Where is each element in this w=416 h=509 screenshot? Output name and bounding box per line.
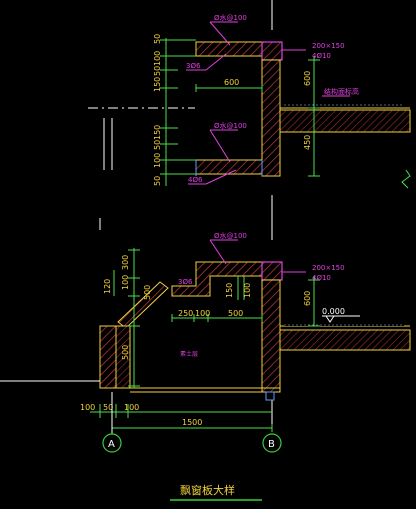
dim-label: 50: [153, 66, 162, 76]
bottom-dim-50: 50: [103, 403, 113, 412]
top-floor-label: 结构面标高: [324, 87, 359, 96]
dim-vert-500: 500: [143, 285, 152, 300]
fill-label: 素土层: [180, 350, 198, 358]
dim-label: 100: [153, 153, 162, 168]
bottom-beam: [261, 261, 283, 281]
top-left-dim-labels: 50 100 50 150 150 50 100 50: [153, 34, 162, 186]
dim-500: 500: [228, 309, 243, 318]
bottom-small-rebar: 3Ø6: [178, 278, 193, 286]
level-text: 0.000: [322, 307, 345, 316]
top-right-dim-lower: 450: [303, 135, 312, 150]
dim-label: 150: [153, 77, 162, 92]
top-annotations: [186, 21, 350, 185]
dim-left-120: 120: [103, 279, 112, 294]
top-section: 50 100 50 150 150 50 100 50 600 600 450: [153, 13, 411, 189]
axis-bubble-a: [102, 433, 122, 453]
top-upper-beam: [261, 41, 283, 61]
dim-label: 50: [153, 176, 162, 186]
dim-left-500: 500: [121, 345, 130, 360]
top-rebar-callout: Ø水@100: [214, 13, 247, 22]
break-mark: [401, 169, 411, 189]
bottom-dim-100-left: 100: [80, 403, 95, 412]
top-floor-slab: [279, 109, 411, 133]
top-width-dim: [195, 84, 263, 92]
bottom-floor-slab: [279, 329, 411, 351]
bottom-left-wall: [99, 325, 117, 389]
bottom-dims: [90, 404, 273, 432]
dim-label: 50: [153, 34, 162, 44]
top-left-dims: [160, 38, 196, 186]
dim-100b: 100: [243, 283, 252, 298]
bottom-left-dims: [113, 248, 140, 388]
bottom-dim-100-right: 100: [124, 403, 139, 412]
bottom-horizontal-dims: [171, 314, 263, 322]
axis-bubble-b: [262, 433, 282, 453]
top-beam-rebar: 4Ø10: [312, 52, 331, 60]
top-right-dims: [308, 56, 320, 177]
bottom-wall: [261, 279, 281, 393]
axis-label-a: A: [108, 439, 115, 450]
dim-left-300: 300: [121, 255, 130, 270]
dim-label: 50: [153, 140, 162, 150]
top-rebar-callout-lower: Ø水@100: [214, 121, 247, 130]
top-lower-slab: [195, 159, 263, 175]
dim-label: 100: [153, 51, 162, 66]
dim-250: 250: [178, 309, 193, 318]
center-lines: [88, 0, 273, 430]
bottom-rebar-callout: Ø水@100: [214, 231, 247, 240]
top-beam-size: 200×150: [312, 42, 345, 50]
drawing-title-group: 飘窗板大样: [170, 483, 262, 501]
overall-dim: 1500: [182, 418, 202, 427]
top-small-rebar: 3Ø6: [186, 62, 201, 70]
bottom-right-dim: 600: [303, 291, 312, 306]
top-small-rebar-lower: 4Ø6: [188, 176, 203, 184]
level-marker: 0.000: [322, 307, 360, 323]
top-right-dim-upper: 600: [303, 71, 312, 86]
dim-150: 150: [225, 283, 234, 298]
bottom-section: 250 100 500 150 100 300 120 100 500: [0, 231, 411, 432]
dim-vert-100: 100: [121, 275, 130, 290]
bottom-beam-rebar: 4Ø10: [312, 274, 331, 282]
axis-bubbles: A B: [102, 392, 282, 453]
top-wall: [261, 59, 281, 177]
dim-100a: 100: [195, 309, 210, 318]
dim-label: 150: [153, 125, 162, 140]
bottom-beam-size: 200×150: [312, 264, 345, 272]
axis-label-b: B: [268, 439, 275, 450]
top-width-dim-label: 600: [224, 78, 239, 87]
drawing-title: 飘窗板大样: [180, 483, 235, 497]
